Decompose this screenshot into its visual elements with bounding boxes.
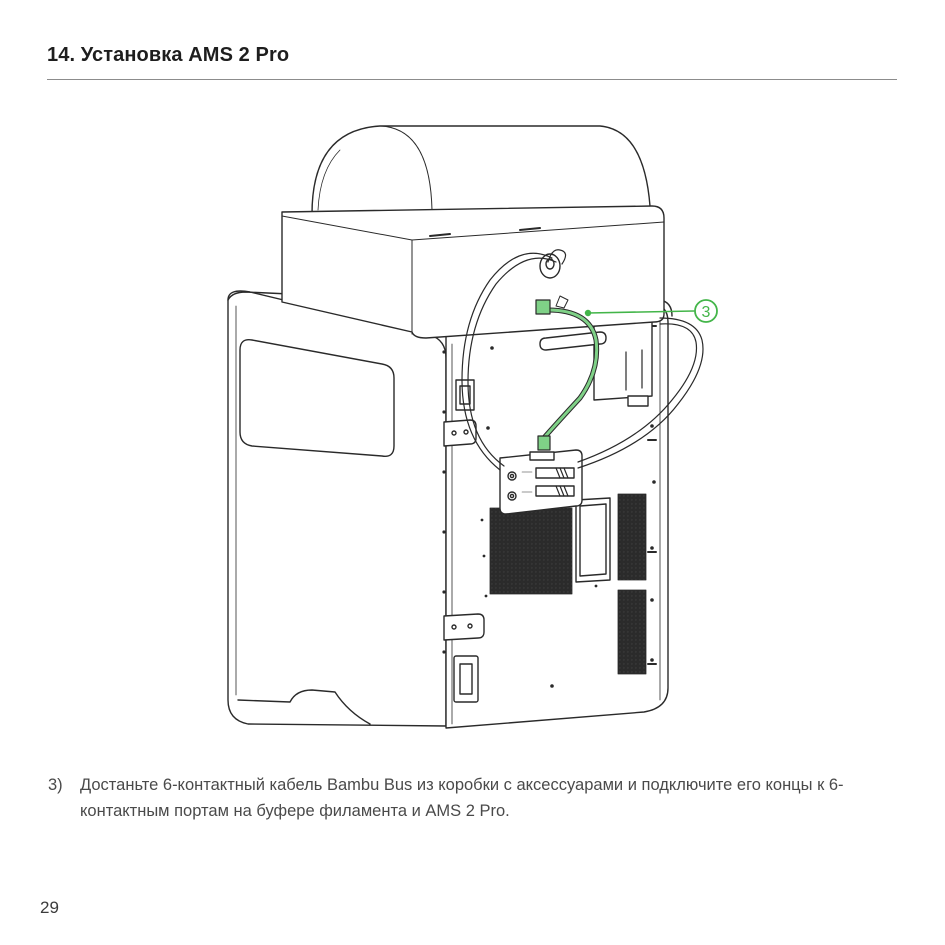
filament-buffer [499,449,583,515]
callout-number: 3 [702,304,711,321]
bambu-bus-cable [535,295,600,451]
printer-side-panel [227,290,447,727]
step-instruction: 3) Достаньте 6-контактный кабель Bambu B… [48,772,908,824]
ptfe-tubes [461,249,704,471]
step-body: Достаньте 6-контактный кабель Bambu Bus … [80,776,844,820]
callout-marker: 3 [584,299,718,323]
step-number: 3) [48,776,63,794]
title-divider [47,79,897,80]
section-title: 14. Установка AMS 2 Pro [47,44,290,66]
page-number: 29 [40,898,59,917]
printer-rear-panel [227,291,673,729]
ams-2-pro-unit [281,125,665,339]
